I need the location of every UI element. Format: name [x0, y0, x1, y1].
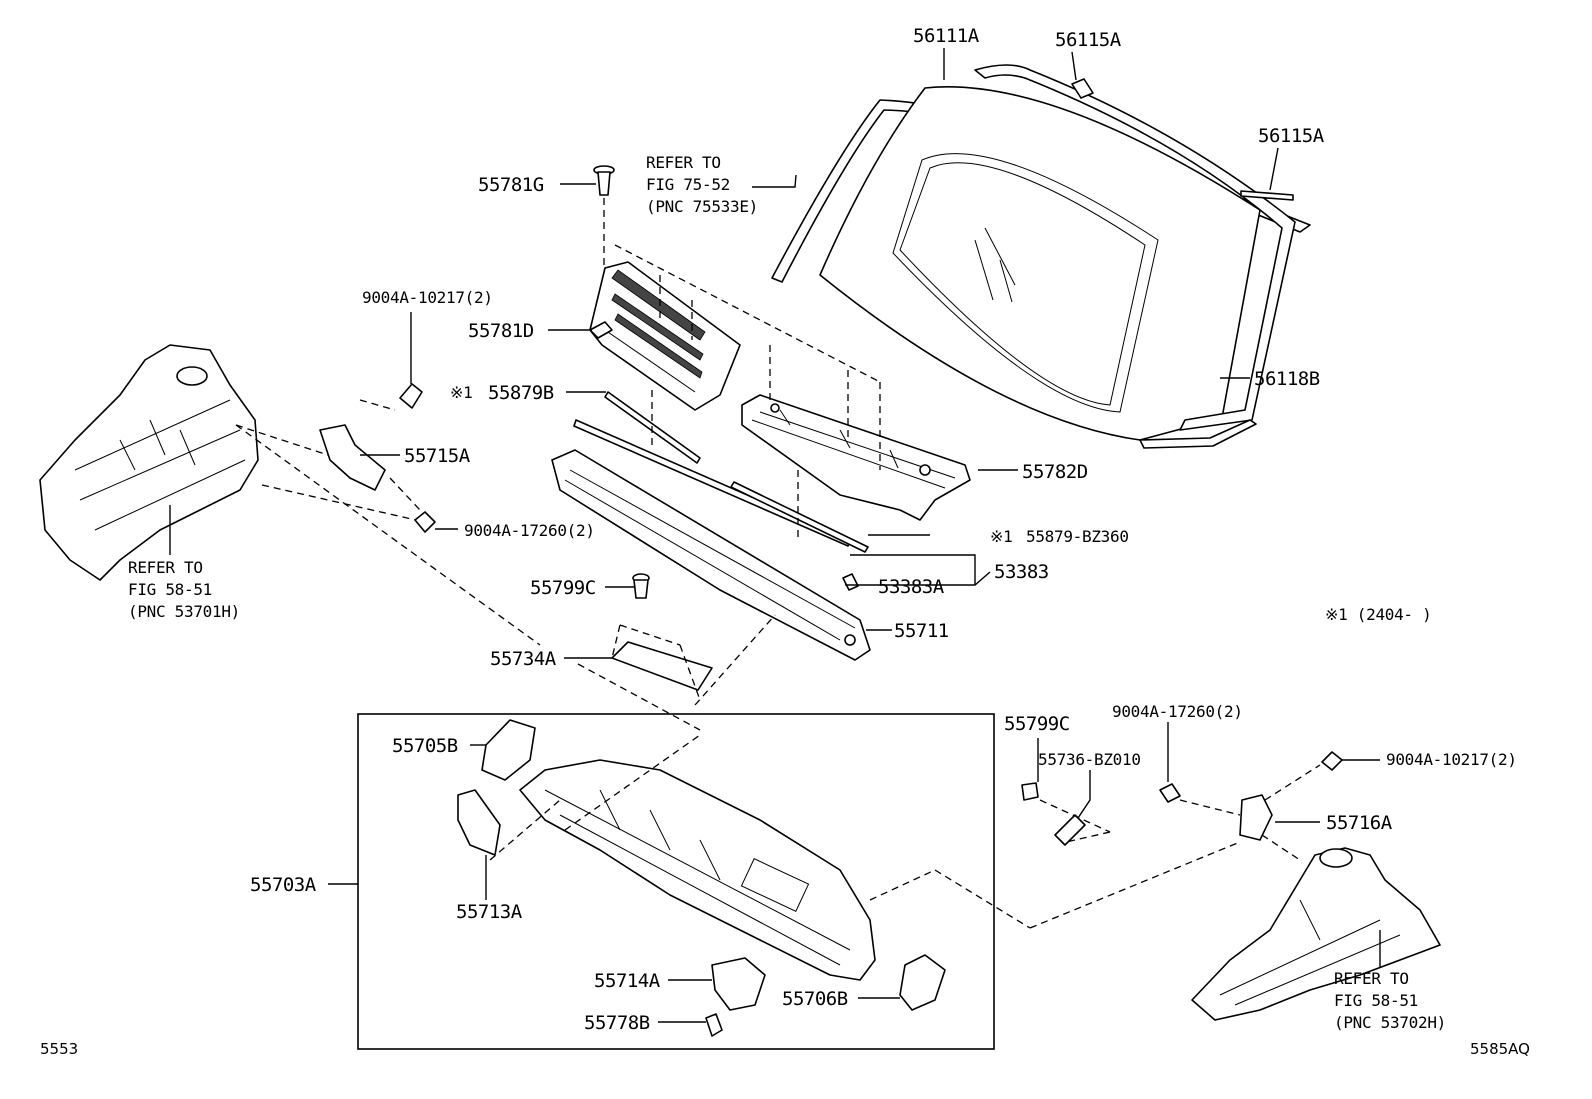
clip-55799C-upper — [632, 573, 650, 599]
clip-and-clamp — [1021, 782, 1086, 846]
note-mark-2: ※1 — [990, 527, 1012, 546]
label-9004A-17260-right: 9004A-17260(2) — [1112, 702, 1243, 721]
part-labels: 56111A 56115A 56115A 55781G REFER TO FIG… — [40, 25, 1530, 1058]
label-56115A-top: 56115A — [1055, 29, 1122, 51]
label-55716A: 55716A — [1326, 812, 1393, 834]
cowl-louver-right — [741, 394, 971, 521]
refer-glass-line1: REFER TO — [646, 153, 721, 172]
note-mark-1: ※1 — [450, 383, 472, 402]
label-53383A: 53383A — [878, 576, 945, 598]
page-id-right: 5585AQ — [1470, 1040, 1530, 1058]
label-9004A-17260-left: 9004A-17260(2) — [464, 521, 595, 540]
right-apron-assembly — [1191, 847, 1441, 1021]
label-9004A-10217-left: 9004A-10217(2) — [362, 288, 493, 307]
refer-left-line1: REFER TO — [128, 558, 203, 577]
cowl-louver-left — [589, 261, 741, 411]
cowl-top-panel-outer — [519, 759, 876, 981]
label-55799C-upper: 55799C — [530, 577, 596, 599]
label-55778B: 55778B — [584, 1012, 650, 1034]
footnote: ※1 (2404- ) — [1325, 605, 1431, 624]
label-55781G: 55781G — [478, 174, 544, 196]
label-55782D: 55782D — [1022, 461, 1088, 483]
small-brackets — [457, 719, 946, 1037]
clip-55781G — [593, 165, 615, 196]
label-55879B: 55879B — [488, 382, 554, 404]
left-apron-assembly — [39, 344, 259, 581]
refer-right-line3: (PNC 53702H) — [1334, 1013, 1446, 1032]
label-55715A: 55715A — [404, 445, 471, 467]
leader-lines — [169, 48, 1381, 1023]
refer-right-line2: FIG 58-51 — [1334, 991, 1418, 1010]
label-53383: 53383 — [994, 561, 1049, 583]
label-55734A: 55734A — [490, 648, 557, 670]
bracket-55715A — [319, 383, 436, 533]
refer-glass-line3: (PNC 75533E) — [646, 197, 758, 216]
refer-right-line1: REFER TO — [1334, 969, 1409, 988]
label-55706B: 55706B — [782, 988, 848, 1010]
label-55781D: 55781D — [468, 320, 534, 342]
cover-55734A — [611, 641, 713, 691]
label-55711: 55711 — [894, 620, 949, 642]
refer-left-line3: (PNC 53701H) — [128, 602, 240, 621]
label-56111A: 56111A — [913, 25, 980, 47]
bracket-55716A — [1159, 751, 1343, 841]
label-55736-BZ010: 55736-BZ010 — [1038, 750, 1141, 769]
label-55705B: 55705B — [392, 735, 458, 757]
refer-left-line2: FIG 58-51 — [128, 580, 212, 599]
cowl-panel — [551, 449, 871, 661]
refer-glass-line2: FIG 75-52 — [646, 175, 730, 194]
label-55799C-lower: 55799C — [1004, 713, 1070, 735]
windshield-glass — [771, 64, 1311, 449]
label-9004A-10217-right: 9004A-10217(2) — [1386, 750, 1517, 769]
label-56118B: 56118B — [1254, 368, 1320, 390]
label-55713A: 55713A — [456, 901, 523, 923]
dashed-reference-lines — [235, 198, 1321, 929]
label-55714A: 55714A — [594, 970, 661, 992]
page-id-left: 5553 — [40, 1040, 78, 1058]
label-55703A: 55703A — [250, 874, 317, 896]
seal-strips — [573, 391, 869, 553]
label-55879-BZ360: 55879-BZ360 — [1026, 527, 1129, 546]
label-56115A-right: 56115A — [1258, 125, 1325, 147]
sub-assembly-box — [357, 713, 995, 1050]
